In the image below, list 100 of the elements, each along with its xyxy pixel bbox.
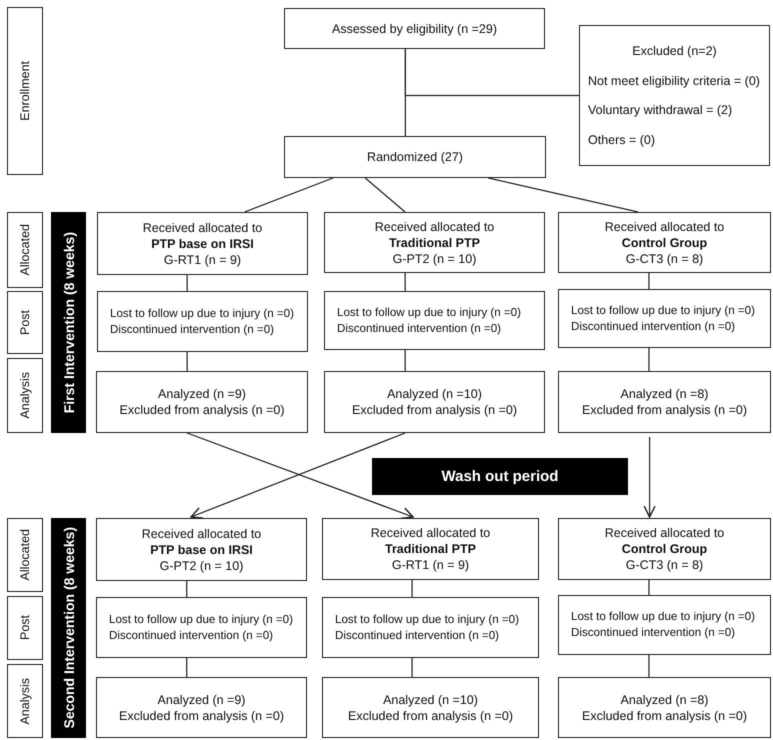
stage-label-box: [7, 664, 43, 738]
allocation-box: [97, 212, 308, 275]
flow-box: [96, 371, 308, 433]
washout-label: Wash out period: [442, 468, 558, 484]
follow-up-box: [322, 597, 539, 658]
flow-box: [284, 136, 546, 178]
box-text: Discontinued intervention (n =0): [571, 318, 736, 334]
connector-line: [648, 655, 650, 677]
flow-box: [96, 677, 307, 738]
connector-line: [648, 273, 650, 289]
connector-line: [364, 178, 406, 212]
phase-band: [51, 212, 86, 433]
allocation-box: [322, 518, 539, 580]
box-text: Voluntary withdrawal = (2): [588, 102, 732, 118]
group-name: Traditional PTP: [389, 234, 480, 250]
group-name: Traditional PTP: [385, 541, 476, 557]
flow-box: [324, 371, 545, 433]
stage-label-box: [7, 518, 43, 592]
flow-box: [284, 8, 545, 49]
stage-label: Post: [17, 615, 33, 640]
allocation-box: [558, 212, 771, 273]
box-text: Lost to follow up due to injury (n =0): [110, 306, 294, 322]
box-text: G-PT2 (n = 10): [392, 250, 476, 266]
connector-line: [404, 49, 579, 96]
box-heading: Excluded (n=2): [632, 42, 717, 59]
box-text: Analyzed (n =9): [158, 692, 246, 708]
connector-line: [186, 275, 188, 291]
group-name: Control Group: [622, 541, 708, 557]
stage-label: Post: [17, 310, 33, 335]
phase-label: First Intervention (8 weeks): [60, 232, 76, 414]
connector-line: [488, 177, 638, 213]
box-text: Received allocated to: [370, 525, 490, 541]
box-text: Analyzed (n =8): [620, 692, 708, 708]
arrow: [643, 437, 656, 518]
stage-label-box: [7, 596, 43, 660]
group-name: PTP base on IRSI: [150, 542, 253, 558]
allocation-box: [558, 518, 771, 580]
box-text: Excluded from analysis (n =0): [582, 402, 747, 418]
box-text: Excluded from analysis (n =0): [582, 708, 747, 724]
connector-line: [186, 581, 188, 597]
box-text: Analyzed (n =10): [383, 692, 478, 708]
stage-label: Analysis: [17, 678, 33, 724]
box-text: Received allocated to: [142, 220, 262, 236]
box-text: Lost to follow up due to injury (n =0): [571, 302, 755, 318]
washout-banner: [372, 458, 628, 495]
phase-band: [51, 518, 86, 738]
connector-line: [411, 658, 413, 677]
stage-label-box: [7, 358, 43, 433]
box-text: G-RT1 (n = 9): [392, 557, 470, 573]
connector-line: [244, 177, 334, 213]
stage-label-box: [7, 7, 43, 175]
box-text: Discontinued intervention (n =0): [110, 322, 274, 338]
box-text: Lost to follow up due to injury (n =0): [335, 612, 519, 628]
follow-up-box: [97, 291, 308, 352]
allocation-box: [324, 212, 545, 273]
connector-line: [186, 658, 188, 677]
box-text: Others = (0): [588, 132, 656, 148]
flow-box: [558, 371, 771, 433]
box-text: G-CT3 (n = 8): [626, 250, 704, 266]
stage-label: Allocated: [17, 529, 33, 581]
stage-label-box: [7, 291, 43, 354]
follow-up-box: [558, 595, 771, 655]
flow-box: [558, 677, 771, 738]
follow-up-box: [96, 597, 307, 658]
phase-label: Second Intervention (8 weeks): [60, 527, 76, 729]
connector-line: [186, 352, 188, 371]
box-text: G-PT2 (n = 10): [160, 558, 244, 574]
connector-line: [648, 348, 650, 371]
box-text: Excluded from analysis (n =0): [119, 402, 284, 418]
box-text: Received allocated to: [604, 218, 724, 234]
box-text: Assessed by eligibility (n =29): [332, 20, 497, 36]
stage-label: Analysis: [17, 372, 33, 419]
box-text: Lost to follow up due to injury (n =0): [109, 612, 293, 628]
box-text: Received allocated to: [374, 218, 494, 234]
flow-box: [322, 677, 539, 738]
box-text: Analyzed (n =10): [387, 386, 482, 402]
connector-line: [411, 580, 413, 597]
box-text: G-CT3 (n = 8): [626, 557, 704, 573]
connector-line: [648, 580, 650, 595]
box-text: Discontinued intervention (n =0): [337, 320, 502, 336]
box-text: Lost to follow up due to injury (n =0): [337, 304, 521, 320]
stage-label-box: [7, 212, 43, 288]
box-text: Received allocated to: [142, 526, 262, 542]
group-name: Control Group: [622, 234, 708, 250]
connector-line: [404, 350, 406, 371]
box-text: Lost to follow up due to injury (n =0): [571, 609, 755, 625]
box-text: Not meet eligibility criteria = (0): [588, 72, 760, 89]
stage-label: Allocated: [17, 224, 33, 276]
box-text: Excluded from analysis (n =0): [118, 708, 284, 724]
box-text: Randomized (27): [367, 149, 463, 165]
exclusion-box: [579, 25, 770, 166]
follow-up-box: [324, 291, 545, 350]
box-text: Received allocated to: [604, 525, 724, 541]
box-text: Discontinued intervention (n =0): [109, 628, 274, 644]
stage-label: Enrollment: [17, 61, 33, 121]
follow-up-box: [558, 289, 771, 348]
box-text: Discontinued intervention (n =0): [335, 628, 500, 644]
box-text: Analyzed (n =8): [620, 386, 708, 402]
box-text: Analyzed (n =9): [158, 386, 246, 402]
box-text: Discontinued intervention (n =0): [571, 625, 736, 641]
